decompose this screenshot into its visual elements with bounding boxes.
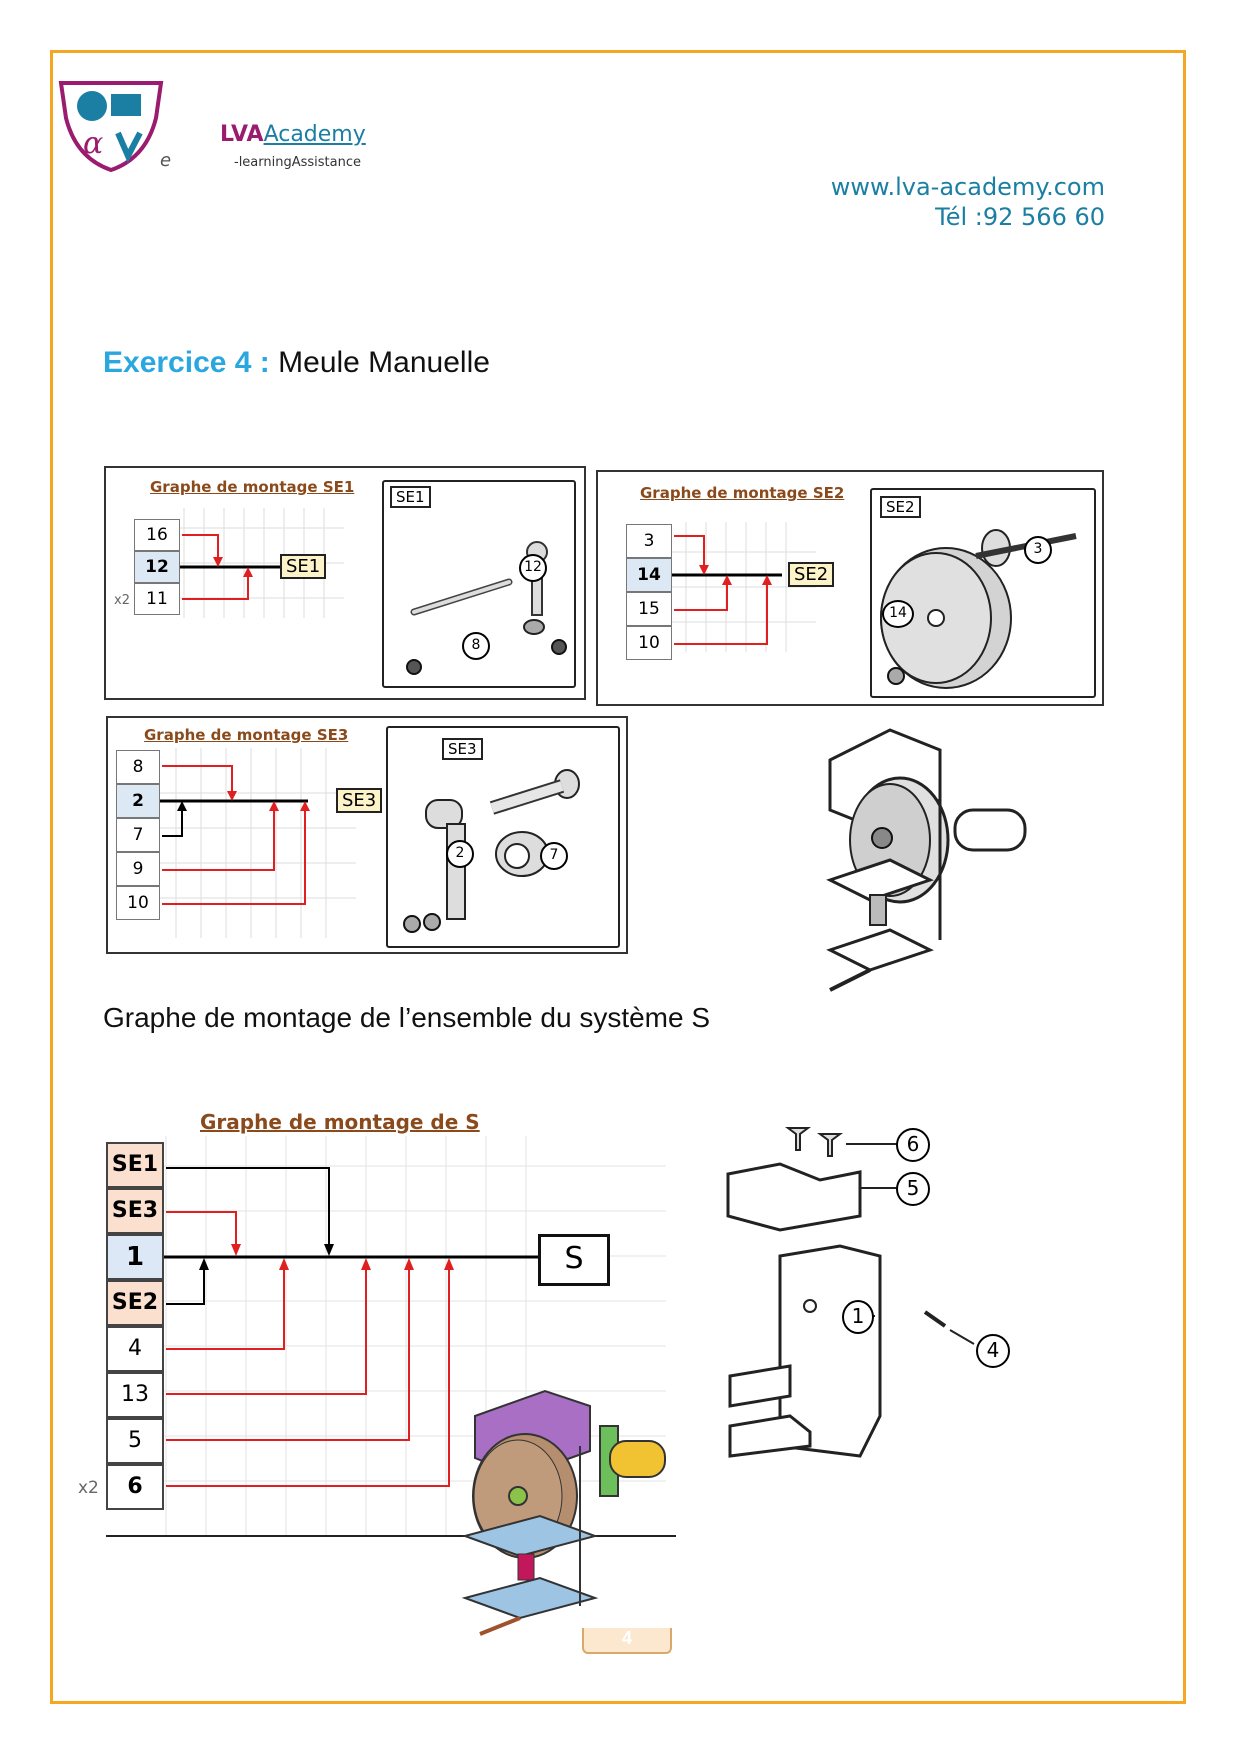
se3-row: 2 (116, 784, 160, 818)
global-part-callout: 6 (896, 1128, 930, 1162)
global-part-callout: 4 (976, 1334, 1010, 1368)
se3-panel: Graphe de montage SE3 8 2 7 9 10 SE3 SE3 (106, 716, 628, 954)
exploded-parts-drawing (726, 1127, 975, 1458)
se3-row: 10 (116, 886, 160, 920)
se2-row: 10 (626, 626, 672, 660)
se1-row: 11 (134, 583, 180, 615)
se2-row: 14 (626, 558, 672, 592)
global-row: SE2 (106, 1280, 164, 1326)
se1-result: SE1 (280, 554, 327, 579)
logo-e-letter: e (160, 150, 172, 171)
se1-parts-view: SE1 12 8 (382, 480, 576, 688)
lva-logo: α (58, 81, 164, 173)
se2-graph-title: Graphe de montage SE2 (640, 484, 845, 502)
colored-assembly-drawing (461, 1389, 666, 1636)
se2-result: SE2 (788, 562, 835, 587)
global-row: 4 (106, 1326, 164, 1372)
phone-number: Tél :92 566 60 (935, 203, 1105, 231)
se3-arrows (160, 765, 310, 905)
se1-panel: Graphe de montage SE1 16 12 11 x2 SE1 SE… (104, 466, 586, 700)
se2-row: 3 (626, 524, 672, 558)
se2-tag: SE2 (880, 496, 921, 518)
se2-part-callout: 14 (882, 600, 914, 628)
global-graph-title: Graphe de montage de S (200, 1110, 480, 1134)
brand-name: LVAAcademy (220, 122, 366, 147)
se1-tag: SE1 (390, 486, 431, 508)
brand-academy: Academy (263, 122, 366, 147)
global-row: 6 (106, 1464, 164, 1510)
se1-row: 12 (134, 551, 180, 583)
svg-text:α: α (83, 126, 103, 161)
section-title: Graphe de montage de l’ensemble du systè… (103, 1002, 711, 1033)
website-link[interactable]: www.lva-academy.com (830, 173, 1105, 201)
se1-row: 16 (134, 519, 180, 551)
global-result: S (538, 1234, 610, 1286)
se2-panel: Graphe de montage SE2 3 14 15 10 SE2 SE2… (596, 470, 1104, 706)
page-frame (50, 50, 1186, 1704)
global-part-callout: 5 (896, 1172, 930, 1206)
global-row: 5 (106, 1418, 164, 1464)
se3-tag: SE3 (442, 738, 483, 760)
se1-part-callout: 12 (519, 554, 547, 582)
se1-arrows (180, 534, 280, 600)
exercise-title: Meule Manuelle (278, 346, 490, 379)
global-row: 1 (106, 1234, 164, 1280)
grinder-assembly-drawing (826, 728, 1027, 992)
se3-result: SE3 (336, 788, 383, 813)
global-row: 13 (106, 1372, 164, 1418)
se3-part-callout: 7 (540, 842, 568, 870)
se3-row: 8 (116, 750, 160, 784)
se2-part-callout: 3 (1024, 536, 1052, 564)
global-part-callout: 1 (842, 1300, 874, 1334)
se3-parts-view: SE3 2 7 (386, 726, 620, 948)
se2-arrows (672, 535, 782, 645)
contact-block: www.lva-academy.com Tél :92 566 60 (700, 172, 1105, 232)
brand-lva: LVA (220, 122, 264, 147)
brand-subtitle: -learningAssistance (234, 155, 361, 170)
se3-graph-title: Graphe de montage SE3 (144, 726, 349, 744)
global-arrows (164, 1167, 546, 1487)
global-row: SE3 (106, 1188, 164, 1234)
se3-part-callout: 2 (446, 840, 474, 868)
se3-parts-drawing (403, 769, 580, 933)
se1-multiplier: x2 (114, 593, 130, 608)
global-row: SE1 (106, 1142, 164, 1188)
se1-parts-drawing (406, 541, 567, 675)
exercise-heading: Exercice 4 : Meule Manuelle (103, 346, 490, 380)
exercise-label: Exercice 4 : (103, 346, 270, 379)
se1-part-callout: 8 (462, 632, 490, 660)
se2-row: 15 (626, 592, 672, 626)
se2-parts-view: SE2 3 14 (870, 488, 1096, 698)
page-number: 4 (582, 1628, 672, 1654)
se1-graph-title: Graphe de montage SE1 (150, 478, 355, 496)
se3-row: 9 (116, 852, 160, 886)
se2-parts-drawing (880, 529, 1077, 689)
se3-row: 7 (116, 818, 160, 852)
global-multiplier: x2 (78, 1478, 99, 1498)
